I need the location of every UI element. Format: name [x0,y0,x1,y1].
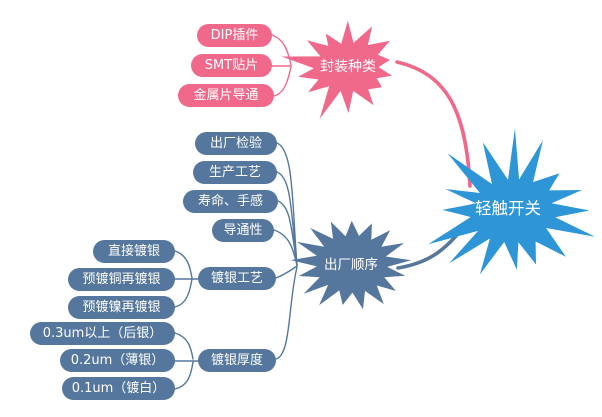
package-type-starburst[interactable] [281,20,393,120]
node-factory-inspection[interactable]: 出厂检验 [195,132,277,155]
edge-silver-process-to-order [275,265,298,279]
node-02um-thin-silver[interactable]: 0.2um（薄银） [60,349,175,372]
node-03um-and-above[interactable]: 0.3um以上（后银） [30,322,175,345]
node-conductivity[interactable]: 导通性 [212,219,274,242]
node-direct-silver-plating[interactable]: 直接镀银 [93,240,175,263]
edge-lifespan-to-order [277,200,298,266]
label-factory-order[interactable]: 出厂顺序 [324,257,378,273]
edge-metal-to-package [273,66,292,97]
node-production-process[interactable]: 生产工艺 [193,161,277,184]
node-pre-nickel-then-silver[interactable]: 预镀镍再镀银 [68,296,175,319]
node-metal-sheet-conduction[interactable]: 金属片导通 [178,84,274,107]
node-silver-plating-process[interactable]: 镀银工艺 [198,267,276,290]
node-lifespan-feel[interactable]: 寿命、手感 [183,190,278,213]
node-silver-plating-thickness[interactable]: 镀银厚度 [198,349,276,372]
factory-order-starburst[interactable] [290,220,412,310]
edge-nickel-silver [174,278,193,308]
edge-03um [174,332,194,360]
edge-silver-thickness-to-order [275,266,298,360]
node-smt-patch[interactable]: SMT贴片 [191,54,272,77]
node-pre-copper-then-silver[interactable]: 预镀铜再镀银 [68,268,175,291]
edge-dip-to-package [271,34,292,66]
label-package-type[interactable]: 封装种类 [320,59,376,75]
node-01um-white-plating[interactable]: 0.1um（镀白） [62,377,175,400]
label-root-tactile-switch[interactable]: 轻触开关 [475,199,541,218]
edge-direct-silver [174,250,193,279]
edge-package-to-root [395,60,472,188]
root-tactile-switch-splat[interactable] [428,128,596,275]
node-dip-plugin[interactable]: DIP插件 [197,24,272,47]
edge-01um [174,361,194,390]
